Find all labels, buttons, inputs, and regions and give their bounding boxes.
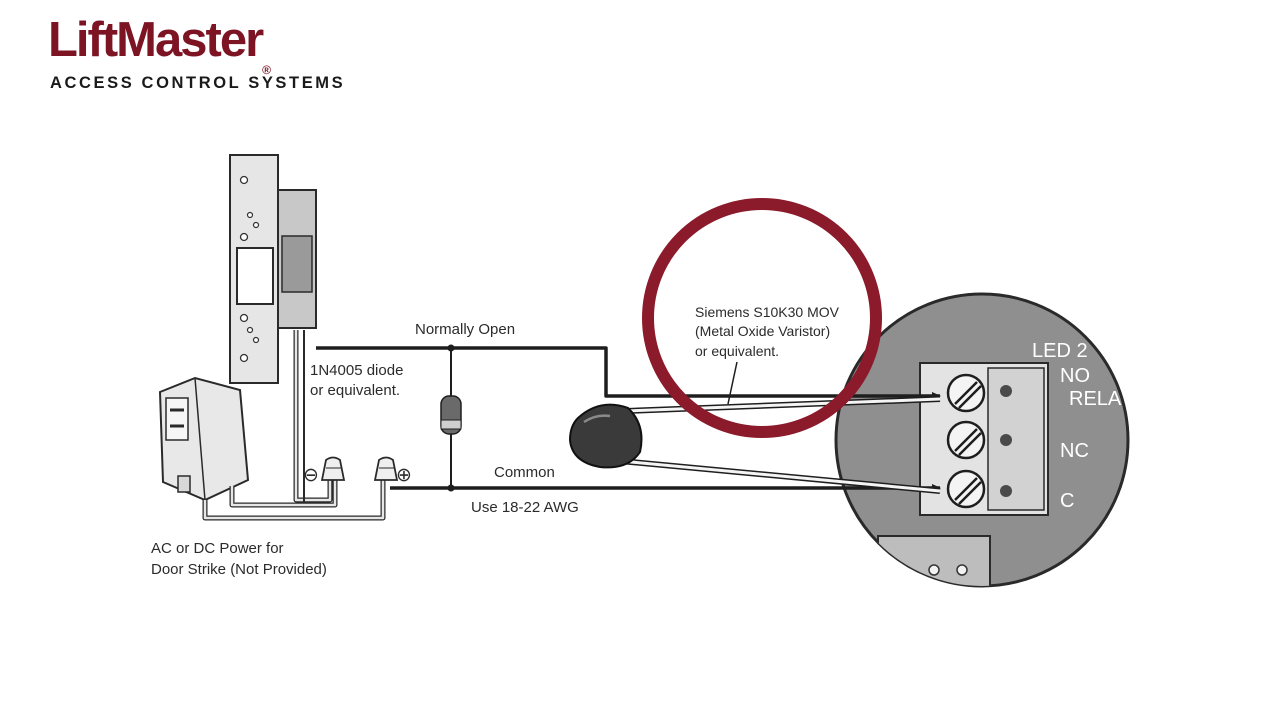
- mov-callout-ring: [642, 198, 882, 438]
- screw-icon: [946, 420, 986, 460]
- screw-icon: [946, 373, 986, 413]
- awg-label: Use 18-22 AWG: [471, 499, 579, 516]
- diode-band: [440, 419, 462, 430]
- diode-icon: [440, 395, 462, 435]
- mov-label-line2: (Metal Oxide Varistor): [695, 323, 830, 339]
- mov-label-line3: or equivalent.: [695, 343, 779, 359]
- minus-symbol: ⊖: [303, 465, 319, 486]
- board-hole: [928, 564, 940, 576]
- logo-tagline: ACCESS CONTROL SYSTEMS: [50, 74, 346, 92]
- led-label: LED 2: [1032, 340, 1088, 362]
- screw-icon: [946, 469, 986, 509]
- plus-symbol: ⊕: [396, 465, 412, 486]
- terminal-no-label: NO: [1060, 365, 1090, 387]
- wire-nut-icon: [373, 456, 399, 481]
- normally-open-label: Normally Open: [415, 321, 515, 338]
- wires: [202, 330, 941, 521]
- mov-callout-leader: [727, 361, 738, 405]
- power-label-line2: Door Strike (Not Provided): [151, 561, 327, 578]
- board-hole: [956, 564, 968, 576]
- door-strike-icon: [229, 154, 317, 384]
- terminal-c-label: C: [1060, 490, 1074, 512]
- adapter-plug: [165, 397, 189, 441]
- mov-body: [568, 403, 643, 469]
- terminal-dot: [1000, 385, 1012, 397]
- terminal-dot: [1000, 485, 1012, 497]
- varistor-icon: [568, 396, 941, 494]
- junction-dot: [447, 344, 455, 352]
- power-label-line1: AC or DC Power for: [151, 540, 284, 557]
- terminal-block-side: [987, 367, 1045, 511]
- diode-label-line2: or equivalent.: [310, 382, 400, 399]
- strike-keeper: [281, 235, 313, 293]
- common-label: Common: [494, 464, 555, 481]
- mov-label-line1: Siemens S10K30 MOV: [695, 304, 840, 320]
- diode-label-line1: 1N4005 diode: [310, 362, 403, 379]
- control-board-closeup: LED 2 NO RELA NC C: [834, 292, 1130, 588]
- terminal-nc-label: NC: [1060, 440, 1089, 462]
- wire-nut-icon: [320, 456, 346, 481]
- power-adapter-icon: [158, 376, 250, 502]
- relay-label: RELA: [1069, 388, 1122, 410]
- logo-wordmark: LiftMaster®: [48, 13, 271, 77]
- junction-dot: [447, 484, 455, 492]
- normally-open-wire: [316, 346, 941, 400]
- strike-opening: [236, 247, 274, 305]
- brand-logo: LiftMaster® ACCESS CONTROL SYSTEMS: [48, 14, 388, 96]
- terminal-dot: [1000, 434, 1012, 446]
